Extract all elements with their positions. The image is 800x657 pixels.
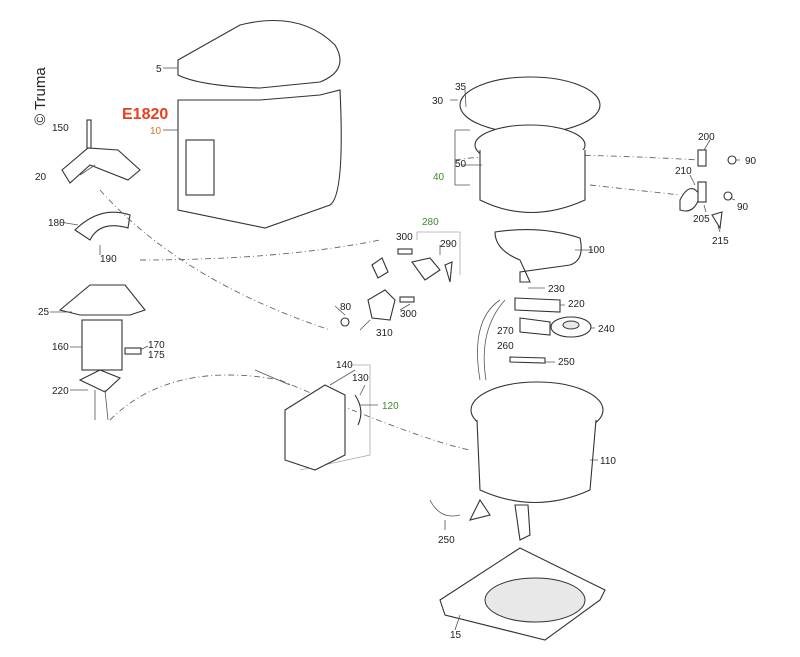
label-140: 140: [336, 360, 353, 371]
heat-exchanger-top: [454, 76, 601, 213]
sensor-210: [679, 188, 701, 212]
label-250a: 250: [558, 357, 575, 368]
combustion-chamber-110: [468, 381, 604, 541]
label-80: 80: [340, 302, 352, 313]
electrode-250: [509, 356, 546, 364]
housing-cover: [163, 89, 342, 229]
label-260: 260: [497, 341, 514, 352]
label-250b: 250: [438, 535, 455, 546]
label-220a: 220: [52, 386, 69, 397]
label-310: 310: [376, 328, 393, 339]
label-300a: 300: [396, 232, 413, 243]
label-20: 20: [35, 172, 47, 183]
cable-clip-130: [354, 394, 362, 426]
clip-200: [697, 149, 707, 167]
nut-80: [340, 317, 350, 327]
label-180: 180: [48, 218, 65, 229]
bracket-20: [61, 147, 141, 184]
label-15: 15: [450, 630, 462, 641]
label-40: 40: [433, 172, 445, 183]
label-230: 230: [548, 284, 565, 295]
burner-plate: [519, 317, 551, 336]
bracket-215: [711, 211, 723, 230]
label-210: 210: [675, 166, 692, 177]
diagram-code: E1820: [122, 106, 168, 123]
screw-150: [86, 119, 92, 153]
label-290: 290: [440, 239, 457, 250]
label-215: 215: [712, 236, 729, 247]
cover-lid: [163, 19, 341, 89]
copyright-text: © Truma: [32, 67, 49, 125]
washer-90b: [723, 191, 733, 201]
label-130: 130: [352, 373, 369, 384]
burner-bracket-100: [494, 229, 582, 283]
label-35: 35: [455, 82, 467, 93]
label-160: 160: [52, 342, 69, 353]
label-175: 175: [148, 350, 165, 361]
label-190: 190: [100, 254, 117, 265]
label-150: 150: [52, 123, 69, 134]
label-240: 240: [598, 324, 615, 335]
label-30: 30: [432, 96, 444, 107]
switch-220: [78, 369, 122, 393]
label-10: 10: [150, 126, 162, 137]
label-90b: 90: [737, 202, 749, 213]
gas-nozzle-280: [411, 257, 441, 281]
label-25: 25: [38, 307, 50, 318]
fuse-170: [124, 347, 142, 355]
label-220b: 220: [568, 299, 585, 310]
label-205: 205: [693, 214, 710, 225]
label-300b: 300: [400, 309, 417, 320]
plug-281: [371, 257, 389, 279]
control-unit-140: [284, 384, 346, 471]
screw-300b: [399, 296, 415, 303]
label-110: 110: [600, 456, 616, 467]
screw-300a: [397, 248, 413, 255]
label-120: 120: [382, 401, 399, 412]
spring-290: [444, 261, 453, 283]
label-100: 100: [588, 245, 605, 256]
label-280: 280: [422, 217, 439, 228]
washer-90a: [727, 155, 737, 165]
label-170: 170: [148, 340, 165, 351]
cable-harness-180: [74, 211, 131, 241]
label-90a: 90: [745, 156, 757, 167]
label-200: 200: [698, 132, 715, 143]
clip-205: [697, 181, 707, 203]
holder-25: [58, 284, 146, 316]
label-50: 50: [455, 159, 467, 170]
electrodes-220: [514, 297, 561, 313]
control-board-160: [81, 319, 123, 371]
valve-310: [367, 289, 396, 321]
label-5: 5: [156, 64, 162, 75]
label-270: 270: [497, 326, 514, 337]
